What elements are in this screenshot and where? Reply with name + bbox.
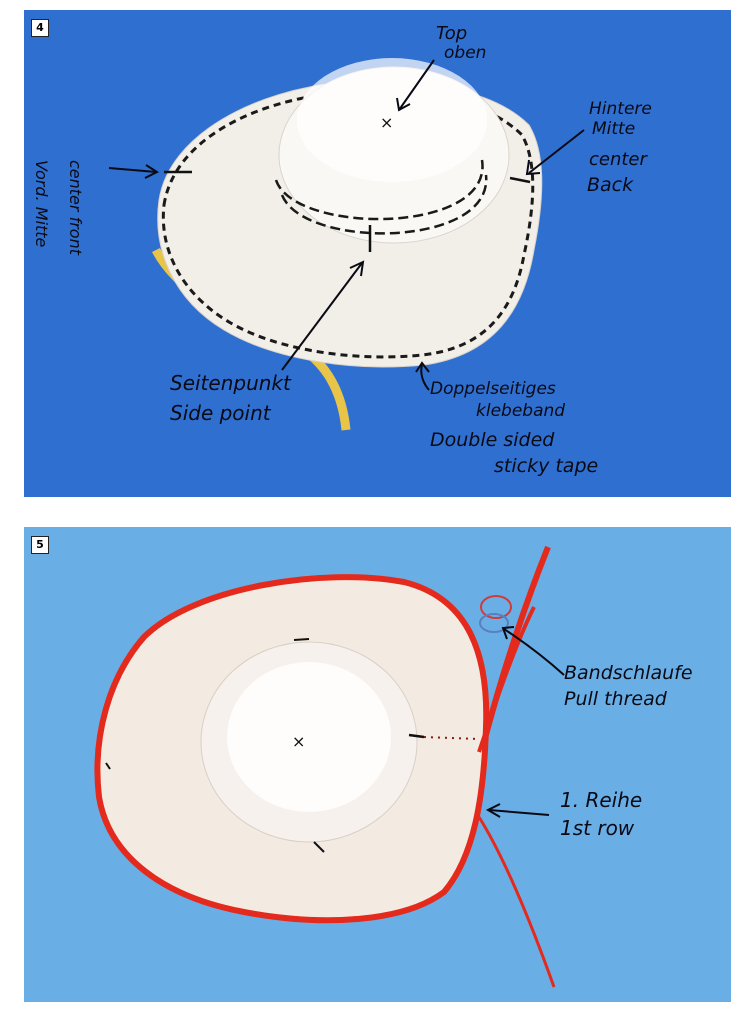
- arrow-top: [398, 59, 435, 111]
- crown-highlight: [297, 58, 487, 182]
- label-back-de-1: Hintere: [589, 99, 652, 119]
- arrow-pull-thread-head: [501, 626, 515, 640]
- arrow-back-head: [525, 159, 541, 176]
- label-back-de-2: Mitte: [592, 119, 636, 139]
- label-front-de: Vord. Mitte: [32, 160, 51, 248]
- red-trim-strand-down: [477, 816, 556, 988]
- label-top-de: oben: [444, 43, 487, 63]
- pull-thread-loop: [480, 595, 512, 619]
- crown-mark-top-5: [293, 638, 310, 641]
- arrow-side: [281, 262, 363, 371]
- hat-photo-4: ×: [108, 58, 585, 431]
- label-back-en-2: Back: [587, 174, 634, 196]
- label-tape-de-2: klebeband: [476, 401, 566, 421]
- photo-panel-4: × 4 Top oben Hintere Mitte center Back V…: [24, 10, 731, 497]
- crown-stitch-line-1: [274, 159, 484, 221]
- label-front-en: center front: [66, 160, 85, 255]
- label-tape-en-1: Double sided: [430, 429, 555, 451]
- brim-mark-left-5: [105, 762, 111, 770]
- back-mark-5: [408, 733, 425, 739]
- back-center-mark: [509, 176, 531, 184]
- label-pull-en: Pull thread: [564, 688, 667, 710]
- panel-number-4: 4: [31, 19, 49, 37]
- crown-stitch-line-2: [280, 174, 488, 235]
- top-cross-mark-5: ×: [292, 732, 305, 751]
- label-side-en: Side point: [170, 401, 271, 425]
- label-pull-de: Bandschlaufe: [564, 662, 693, 684]
- arrow-top-head: [396, 97, 411, 112]
- red-trim-strand-2: [477, 606, 536, 753]
- crown-mark-bottom-5: [313, 841, 325, 853]
- hat-photo-5: ×: [94, 545, 565, 988]
- arrow-back: [528, 129, 585, 174]
- label-tape-en-2: sticky tape: [494, 455, 599, 477]
- label-row-de: 1. Reihe: [560, 788, 643, 812]
- label-side-de: Seitenpunkt: [170, 371, 291, 395]
- arrow-front-head: [144, 164, 160, 179]
- crown-highlight-5: [227, 662, 391, 812]
- label-tape-de-1: Doppelseitiges: [430, 379, 556, 399]
- panel-number-5: 5: [31, 536, 49, 554]
- arrow-side-head: [349, 260, 365, 277]
- label-row-en: 1st row: [560, 816, 635, 840]
- pull-thread-loop-2: [479, 613, 509, 633]
- label-back-en-1: center: [589, 149, 647, 170]
- top-cross-mark: ×: [380, 113, 393, 132]
- photo-panel-5: × 5 Bandschlaufe Pull thread 1. Reihe 1s…: [24, 527, 731, 1002]
- arrow-row-head: [485, 803, 501, 818]
- arrow-pull-thread: [503, 628, 565, 676]
- label-top: Top: [436, 23, 468, 44]
- arrow-front: [108, 167, 157, 173]
- arrow-tape-head: [415, 361, 430, 373]
- arrow-tape: [420, 364, 430, 391]
- arrow-row: [488, 809, 550, 816]
